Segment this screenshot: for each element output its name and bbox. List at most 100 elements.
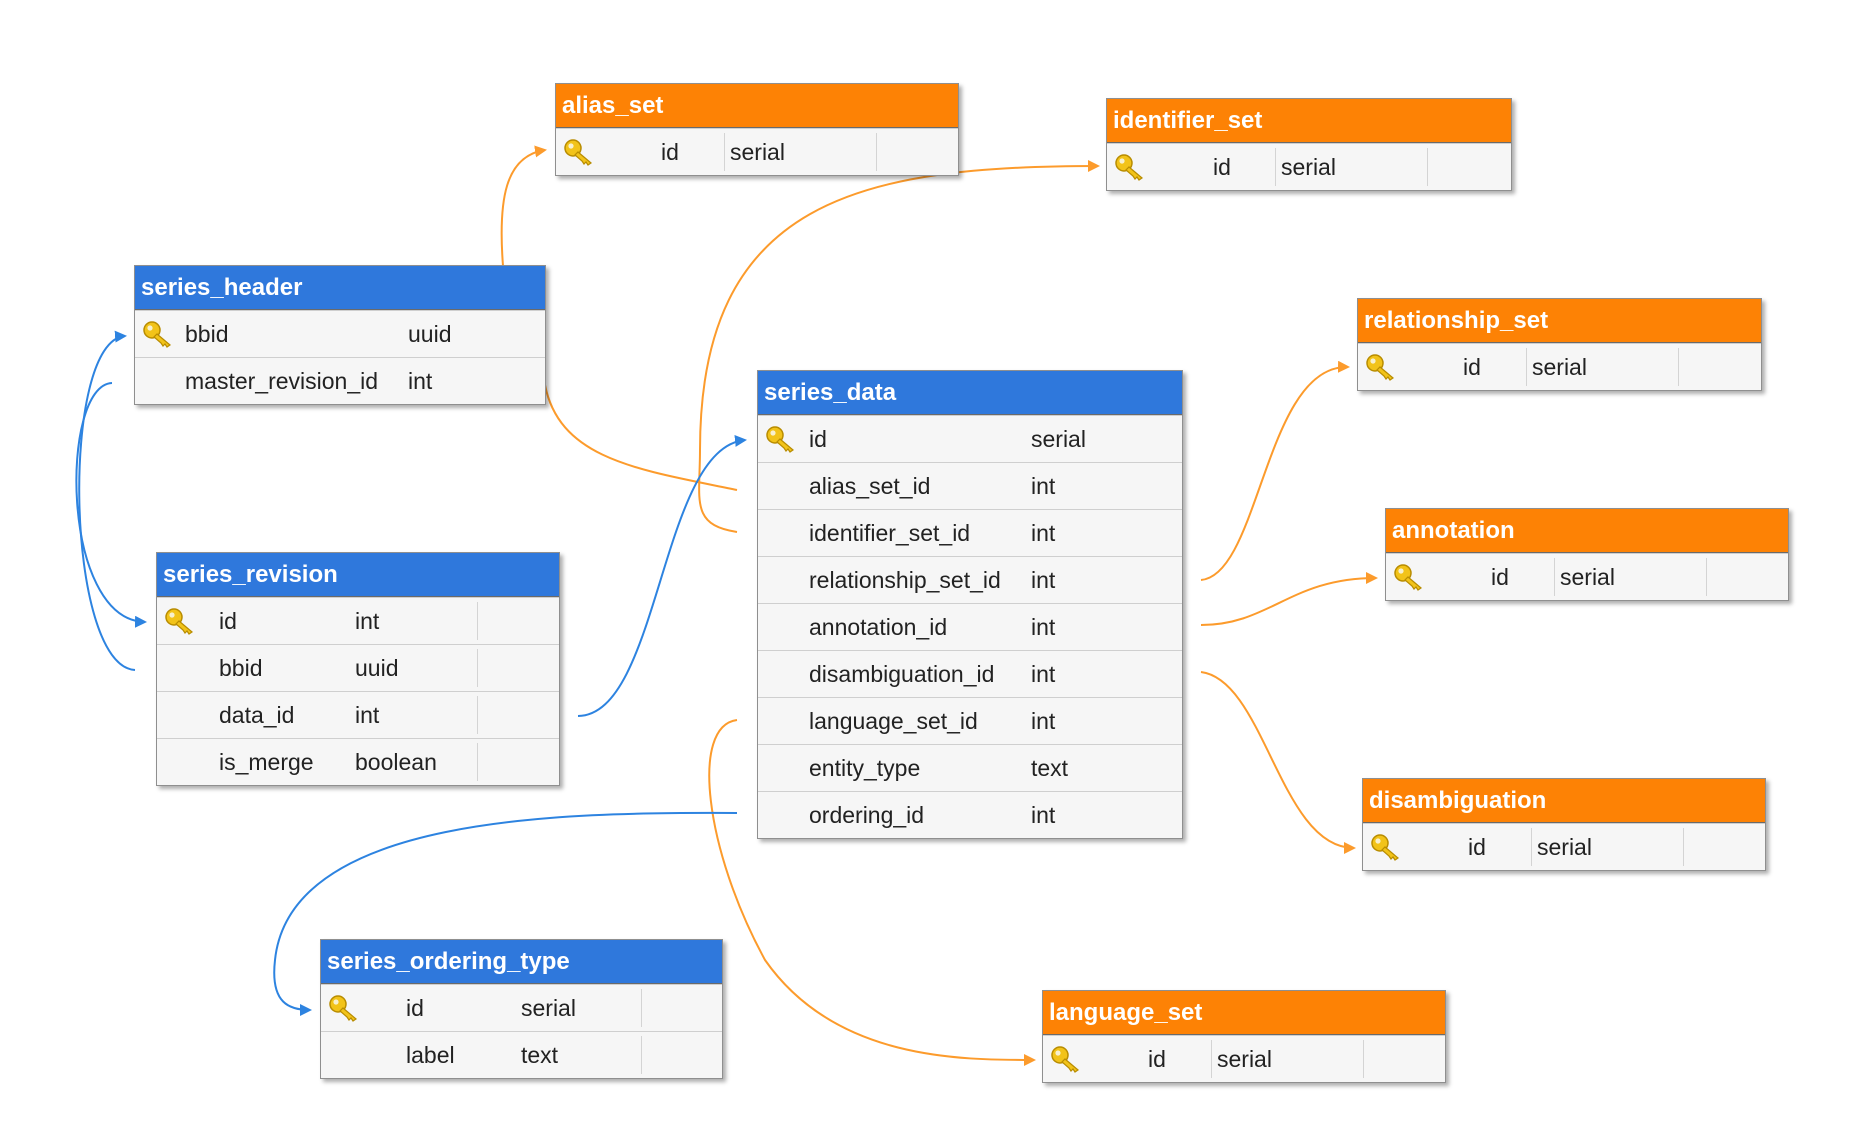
- column-name: entity_type: [809, 755, 921, 781]
- column-divider: [1706, 558, 1707, 596]
- series-data-row-ordering-id: ordering_id int: [758, 791, 1182, 838]
- link-language-set: [708, 719, 1036, 1066]
- key-icon: [1366, 354, 1394, 381]
- series-revision-row-bbid: bbid uuid: [157, 644, 559, 691]
- language-set-row-id: id serial: [1043, 1035, 1445, 1082]
- disambiguation-row-id: id serial: [1363, 823, 1765, 870]
- column-divider: [1531, 828, 1532, 866]
- annotation-table: annotation id serial: [1385, 508, 1789, 601]
- key-icon: [329, 995, 357, 1022]
- column-type: serial: [521, 995, 576, 1021]
- alias-set-row-id: id serial: [556, 128, 958, 175]
- column-type: serial: [1532, 354, 1587, 380]
- key-icon: [564, 139, 592, 166]
- series-header-row-bbid: bbid uuid: [135, 310, 545, 357]
- column-name: master_revision_id: [185, 368, 379, 394]
- series-data-row-relationship-set-id: relationship_set_id int: [758, 556, 1182, 603]
- link-annotation: [1200, 572, 1378, 626]
- column-divider: [1554, 558, 1555, 596]
- column-divider: [1526, 348, 1527, 386]
- column-type: text: [521, 1042, 559, 1068]
- column-type: int: [1031, 661, 1056, 687]
- column-divider: [477, 696, 478, 734]
- series-revision-row-is-merge: is_merge boolean: [157, 738, 559, 785]
- link-relationship-set: [1200, 360, 1350, 581]
- series-ordering-type-title: series_ordering_type: [321, 940, 722, 984]
- series-header-table: series_header bbid uuid master_revision_…: [134, 265, 546, 405]
- column-divider: [477, 743, 478, 781]
- link-revision-to-data: [577, 434, 747, 717]
- column-divider: [1427, 148, 1428, 186]
- language-set-table: language_set id serial: [1042, 990, 1446, 1083]
- language-set-title: language_set: [1043, 991, 1445, 1035]
- relationship-set-table: relationship_set id serial: [1357, 298, 1762, 391]
- series-data-row-annotation-id: annotation_id int: [758, 603, 1182, 650]
- column-type: int: [408, 368, 433, 394]
- annotation-title: annotation: [1386, 509, 1788, 553]
- key-icon: [1371, 834, 1399, 861]
- column-divider: [477, 649, 478, 687]
- series-revision-row-data-id: data_id int: [157, 691, 559, 738]
- column-type: uuid: [408, 321, 452, 347]
- series-revision-table: series_revision id int bbid uuid data_id…: [156, 552, 560, 786]
- key-icon: [165, 608, 193, 635]
- column-type: boolean: [355, 749, 437, 775]
- column-type: serial: [1560, 564, 1615, 590]
- alias-set-table: alias_set id serial: [555, 83, 959, 176]
- column-divider: [477, 602, 478, 640]
- column-name: id: [406, 995, 424, 1021]
- series-revision-title: series_revision: [157, 553, 559, 597]
- column-divider: [1275, 148, 1276, 186]
- column-name: id: [1491, 564, 1509, 590]
- column-type: serial: [1217, 1046, 1272, 1072]
- series-data-row-alias-set-id: alias_set_id int: [758, 462, 1182, 509]
- column-name: id: [1148, 1046, 1166, 1072]
- series-header-row-master-revision-id: master_revision_id int: [135, 357, 545, 404]
- alias-set-title: alias_set: [556, 84, 958, 128]
- series-ordering-type-row-label: label text: [321, 1031, 722, 1078]
- link-alias-set: [500, 150, 738, 491]
- column-name: bbid: [185, 321, 229, 347]
- column-name: ordering_id: [809, 802, 925, 828]
- column-divider: [1211, 1040, 1212, 1078]
- column-type: serial: [1031, 426, 1086, 452]
- column-name: language_set_id: [809, 708, 978, 734]
- link-revision-to-header: [78, 330, 136, 671]
- column-name: data_id: [219, 702, 295, 728]
- link-data-to-ordering-type: [273, 811, 738, 1016]
- column-divider: [641, 989, 642, 1027]
- series-data-row-entity-type: entity_type text: [758, 744, 1182, 791]
- series-data-title: series_data: [758, 371, 1182, 415]
- column-name: bbid: [219, 655, 263, 681]
- link-series-header-to-revision: [75, 382, 147, 628]
- column-name: alias_set_id: [809, 473, 931, 499]
- column-type: int: [1031, 802, 1056, 828]
- series-data-row-id: id serial: [758, 415, 1182, 462]
- key-icon: [143, 321, 171, 348]
- column-divider: [724, 133, 725, 171]
- series-revision-row-id: id int: [157, 597, 559, 644]
- column-type: serial: [730, 139, 785, 165]
- column-divider: [641, 1036, 642, 1074]
- column-name: id: [1213, 154, 1231, 180]
- column-type: int: [1031, 567, 1056, 593]
- series-data-row-disambiguation-id: disambiguation_id int: [758, 650, 1182, 697]
- relationship-set-title: relationship_set: [1358, 299, 1761, 343]
- column-divider: [1683, 828, 1684, 866]
- series-data-row-identifier-set-id: identifier_set_id int: [758, 509, 1182, 556]
- column-type: serial: [1537, 834, 1592, 860]
- column-name: id: [809, 426, 827, 452]
- identifier-set-table: identifier_set id serial: [1106, 98, 1512, 191]
- column-name: is_merge: [219, 749, 314, 775]
- column-name: label: [406, 1042, 455, 1068]
- column-type: int: [355, 608, 380, 634]
- column-name: annotation_id: [809, 614, 948, 640]
- column-name: id: [1468, 834, 1486, 860]
- disambiguation-title: disambiguation: [1363, 779, 1765, 823]
- column-type: int: [1031, 520, 1056, 546]
- annotation-row-id: id serial: [1386, 553, 1788, 600]
- column-type: int: [1031, 473, 1056, 499]
- column-name: id: [661, 139, 679, 165]
- column-type: text: [1031, 755, 1069, 781]
